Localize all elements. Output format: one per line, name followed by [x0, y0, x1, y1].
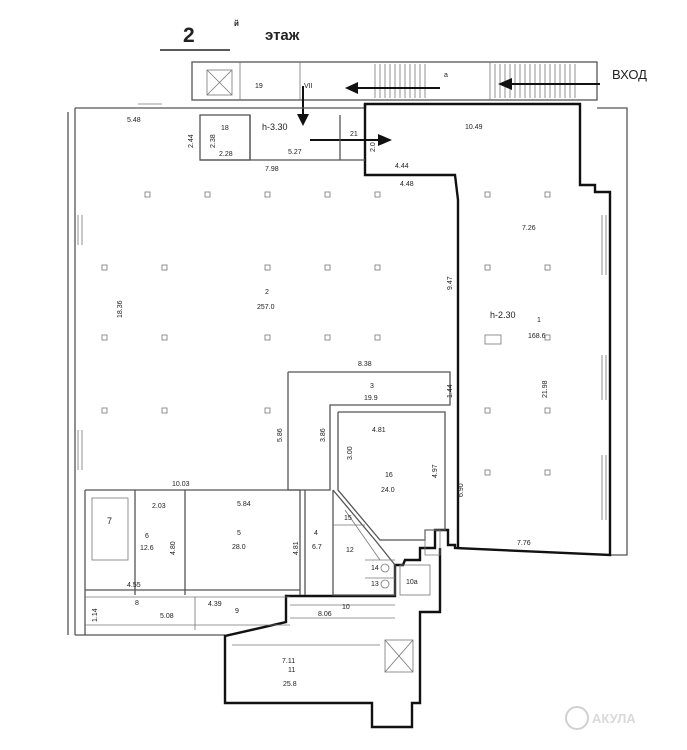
dim-label: 1.44	[447, 384, 454, 398]
outer-walls	[67, 103, 628, 636]
room-6-number: 6	[145, 533, 149, 540]
dim-label: 21.98	[542, 380, 549, 398]
premises-outline	[223, 102, 612, 729]
dimension-labels: 5.48 2.44 2.38 2.28 5.27 2.0 10.49 7.98 …	[92, 117, 549, 665]
dim-label: 3.00	[347, 446, 354, 460]
dim-label: 2.28	[219, 151, 233, 158]
floor-number: 2	[183, 24, 195, 47]
dim-label: 5.08	[160, 613, 174, 620]
room-7-number: 7	[107, 516, 112, 526]
dim-label: 2.44	[188, 134, 195, 148]
dim-label: 4.97	[432, 464, 439, 478]
room-11-area: 25.8	[283, 681, 297, 688]
dim-label: 2.0	[370, 142, 377, 152]
top-corridor	[191, 61, 598, 101]
marker-a: а	[444, 72, 448, 79]
watermark-text: АКУЛА	[592, 711, 636, 726]
room-5-area: 28.0	[232, 544, 246, 551]
room-2-number: 2	[265, 289, 269, 296]
dim-label: 8.38	[358, 361, 372, 368]
room-3-number: 3	[370, 383, 374, 390]
dim-label: 4.39	[208, 601, 222, 608]
dim-label: 4.80	[170, 541, 177, 555]
room-12-number: 12	[346, 547, 354, 554]
room-9-number: 9	[235, 608, 239, 615]
room-2-area: 257.0	[257, 304, 275, 311]
room-8-number: 8	[135, 600, 139, 607]
dim-label: 4.81	[372, 427, 386, 434]
dim-label: 5.27	[288, 149, 302, 156]
room-4-area: 6.7	[312, 544, 322, 551]
dim-label: 8.06	[318, 611, 332, 618]
room-15-number: 15	[344, 515, 352, 522]
room-14-number: 14	[371, 565, 379, 572]
room-16-area: 24.0	[381, 487, 395, 494]
room-19-number: 19	[255, 83, 263, 90]
dim-label: 18.36	[117, 300, 124, 318]
dim-label: 4.44	[395, 163, 409, 170]
marker-vii: VII	[304, 83, 313, 90]
room1-left-boundary	[363, 104, 460, 548]
room-13-number: 13	[371, 581, 379, 588]
dim-label: 5.84	[237, 501, 251, 508]
room-21-number: 21	[350, 131, 358, 138]
room-3-area: 19.9	[364, 395, 378, 402]
dim-label: 7.11	[282, 658, 295, 665]
entry-label: ВХОД	[612, 67, 647, 82]
dim-label: 1.14	[92, 608, 99, 622]
floor-suffix: й	[234, 19, 239, 28]
room-4-number: 4	[314, 530, 318, 537]
dim-label: 9.47	[447, 276, 454, 290]
room-6-area: 12.6	[140, 545, 154, 552]
room-11-number: 11	[288, 667, 295, 674]
room-1-number: 1	[537, 317, 541, 324]
marker-h-230: h-2.30	[490, 310, 516, 320]
floor-word: этаж	[265, 27, 300, 44]
dim-label: 5.48	[127, 117, 141, 124]
right-arrow	[310, 134, 392, 146]
room-labels: 19 18 21 1 168.6 2 257.0 3 19.9 16 24.0 …	[107, 83, 546, 688]
down-arrow	[297, 86, 309, 126]
dim-label: 4.48	[400, 181, 414, 188]
dim-label: 3.86	[320, 428, 327, 442]
dim-label: 4.81	[293, 541, 300, 555]
room-1-area: 168.6	[528, 333, 546, 340]
dim-label: 2.38	[210, 134, 217, 148]
room-18-number: 18	[221, 125, 229, 132]
dim-label: 7.98	[265, 166, 279, 173]
dim-label: 10.03	[172, 481, 190, 488]
dim-label: 6.90	[458, 483, 465, 497]
columns	[101, 191, 551, 476]
dim-label: 2.03	[152, 503, 166, 510]
marker-h-330: h-3.30	[262, 122, 288, 132]
dim-label: 5.86	[277, 428, 284, 442]
dim-label: 7.26	[522, 225, 536, 232]
room-10a-number: 10а	[406, 579, 418, 586]
dim-label: 10.49	[465, 124, 483, 131]
interior-walls	[84, 114, 451, 673]
watermark: АКУЛА	[565, 706, 636, 730]
entry-arrow	[498, 78, 600, 90]
room-16-number: 16	[385, 472, 393, 479]
corridor-arrow	[345, 82, 440, 94]
room-10-number: 10	[342, 604, 350, 611]
dim-label: 7.76	[517, 540, 531, 547]
dim-label: 4.55	[127, 582, 141, 589]
room-5-number: 5	[237, 530, 241, 537]
